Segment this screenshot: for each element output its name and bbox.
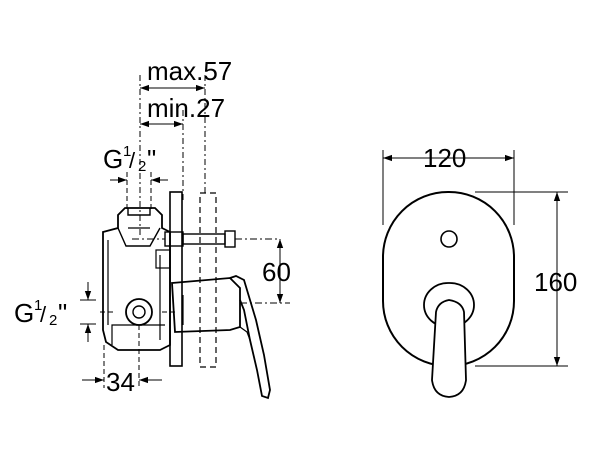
diverter-spindle xyxy=(132,230,280,248)
lever-handle xyxy=(171,275,290,400)
depth-extension-lines xyxy=(139,75,206,235)
body-offset-label: 34 xyxy=(106,367,135,397)
top-thread-label: G 1 / 2 " xyxy=(103,143,156,175)
svg-text:2: 2 xyxy=(49,312,57,329)
svg-text:G: G xyxy=(103,144,123,174)
svg-text:": " xyxy=(58,298,67,328)
max-depth-label: max.57 xyxy=(147,56,232,86)
plate-width-label: 120 xyxy=(423,143,466,173)
body-offset-dimension xyxy=(82,325,162,388)
plate-height-dimension xyxy=(475,191,568,367)
plate-width-dimension xyxy=(382,150,515,225)
side-thread-label: G 1 / 2 " xyxy=(14,297,67,329)
top-inlet xyxy=(127,208,151,216)
svg-text:": " xyxy=(147,144,156,174)
diverter-button xyxy=(440,230,458,248)
min-depth-label: min.27 xyxy=(147,93,225,123)
valve-body xyxy=(102,207,171,351)
front-view xyxy=(382,150,568,398)
side-outlet xyxy=(125,298,153,326)
svg-text:/: / xyxy=(129,148,136,173)
handle-offset-label: 60 xyxy=(262,257,291,287)
side-thread-dimension xyxy=(80,282,96,342)
svg-text:/: / xyxy=(40,302,47,327)
lever-front xyxy=(431,299,467,398)
wall-plate xyxy=(169,191,183,367)
svg-text:G: G xyxy=(14,298,34,328)
svg-text:1: 1 xyxy=(34,297,42,314)
top-thread-dimension xyxy=(110,172,168,210)
side-view xyxy=(80,75,290,400)
plate-height-label: 160 xyxy=(534,267,577,297)
svg-text:1: 1 xyxy=(123,143,131,160)
svg-text:2: 2 xyxy=(138,158,146,175)
